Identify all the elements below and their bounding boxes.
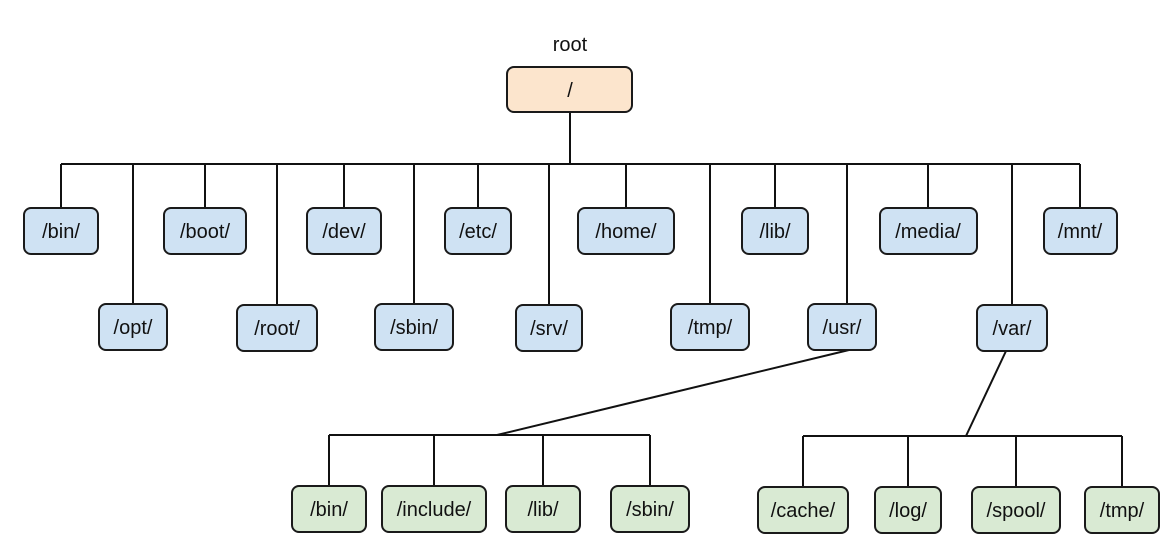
node-var-log-label: /log/ (889, 500, 927, 522)
node-boot-box (163, 207, 247, 255)
node-tmp-label: /tmp/ (688, 317, 733, 339)
node-etc-label: /etc/ (459, 221, 497, 243)
node-lib-box (741, 207, 809, 255)
node-var-spool[interactable]: /spool/ (971, 486, 1061, 534)
node-usr-sbin-box (610, 485, 690, 533)
node-boot[interactable]: /boot/ (163, 207, 247, 255)
node-var-log[interactable]: /log/ (874, 486, 942, 534)
node-opt[interactable]: /opt/ (98, 303, 168, 351)
node-usr-lib-box (505, 485, 581, 533)
node-root-home[interactable]: /root/ (236, 304, 318, 352)
node-usr-sbin[interactable]: /sbin/ (610, 485, 690, 533)
node-var-tmp-box (1084, 486, 1160, 534)
node-var-spool-label: /spool/ (987, 500, 1046, 522)
node-root-label: / (567, 80, 573, 102)
node-home[interactable]: /home/ (577, 207, 675, 255)
node-media-box (879, 207, 978, 255)
node-home-label: /home/ (595, 221, 657, 243)
node-bin-box (23, 207, 99, 255)
node-usr-bin-box (291, 485, 367, 533)
node-var[interactable]: /var/ (976, 304, 1048, 352)
node-usr-label: /usr/ (823, 317, 862, 339)
node-tmp-box (670, 303, 750, 351)
node-srv[interactable]: /srv/ (515, 304, 583, 352)
node-usr-lib-label: /lib/ (527, 499, 559, 521)
node-home-box (577, 207, 675, 255)
node-lib[interactable]: /lib/ (741, 207, 809, 255)
node-bin-label: /bin/ (42, 221, 80, 243)
node-var-box (976, 304, 1048, 352)
node-usr-include[interactable]: /include/ (381, 485, 487, 533)
tree-connectors (60, 112, 1123, 487)
node-etc[interactable]: /etc/ (444, 207, 512, 255)
node-boot-label: /boot/ (180, 221, 230, 243)
node-srv-box (515, 304, 583, 352)
node-bin[interactable]: /bin/ (23, 207, 99, 255)
node-usr-box (807, 303, 877, 351)
node-usr-include-label: /include/ (397, 499, 472, 521)
node-dev[interactable]: /dev/ (306, 207, 382, 255)
node-var-spool-box (971, 486, 1061, 534)
node-usr-bin-label: /bin/ (310, 499, 348, 521)
node-mnt-box (1043, 207, 1118, 255)
node-usr-lib[interactable]: /lib/ (505, 485, 581, 533)
node-root[interactable]: / (506, 66, 633, 113)
node-sbin[interactable]: /sbin/ (374, 303, 454, 351)
node-sbin-box (374, 303, 454, 351)
node-srv-label: /srv/ (530, 318, 568, 340)
node-dev-box (306, 207, 382, 255)
node-root-home-box (236, 304, 318, 352)
node-media[interactable]: /media/ (879, 207, 978, 255)
node-media-label: /media/ (895, 221, 961, 243)
node-usr-sbin-label: /sbin/ (626, 499, 674, 521)
node-var-label: /var/ (993, 318, 1032, 340)
node-usr-bin[interactable]: /bin/ (291, 485, 367, 533)
node-lib-label: /lib/ (759, 221, 791, 243)
node-usr[interactable]: /usr/ (807, 303, 877, 351)
node-var-log-box (874, 486, 942, 534)
node-mnt[interactable]: /mnt/ (1043, 207, 1118, 255)
node-var-tmp-label: /tmp/ (1100, 500, 1145, 522)
root-caption: root (553, 34, 588, 56)
node-var-cache-label: /cache/ (771, 500, 836, 522)
node-var-tmp[interactable]: /tmp/ (1084, 486, 1160, 534)
node-var-cache-box (757, 486, 849, 534)
node-sbin-label: /sbin/ (390, 317, 438, 339)
node-root-box (506, 66, 633, 113)
node-opt-label: /opt/ (114, 317, 153, 339)
node-var-cache[interactable]: /cache/ (757, 486, 849, 534)
node-root-home-label: /root/ (254, 318, 300, 340)
node-dev-label: /dev/ (322, 221, 366, 243)
node-mnt-label: /mnt/ (1058, 221, 1103, 243)
node-tmp[interactable]: /tmp/ (670, 303, 750, 351)
node-usr-include-box (381, 485, 487, 533)
node-etc-box (444, 207, 512, 255)
node-opt-box (98, 303, 168, 351)
